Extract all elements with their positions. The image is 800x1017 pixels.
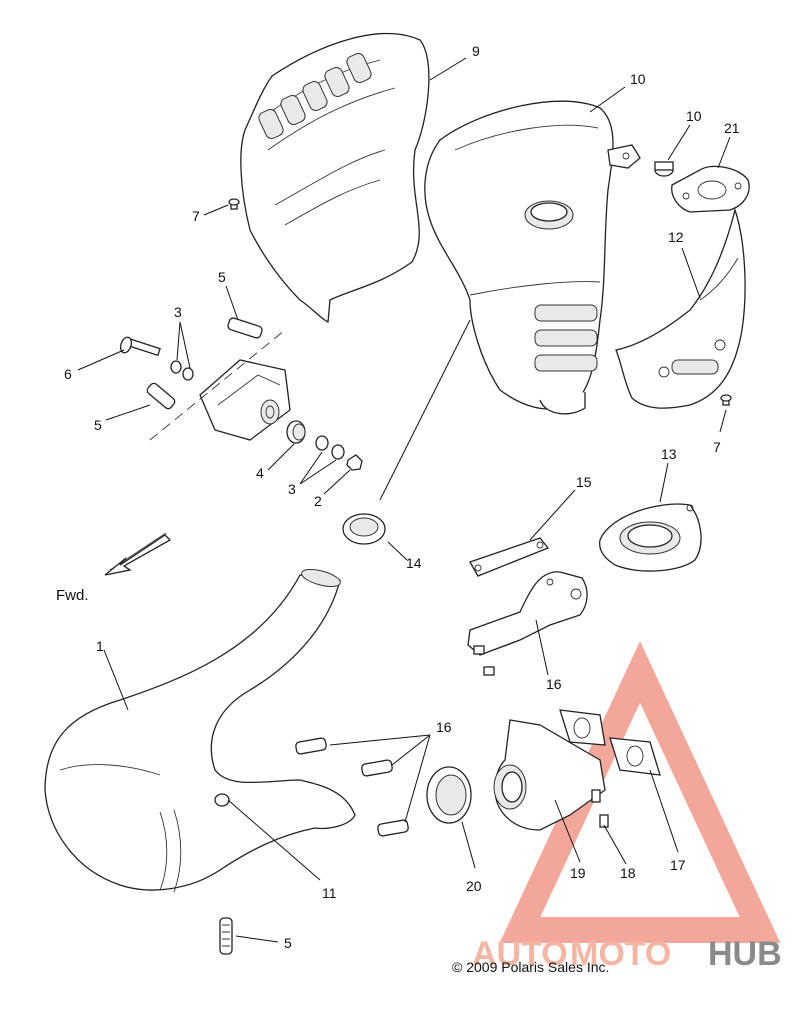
callout-7-right: 7 [713,439,721,455]
copyright-notice: © 2009 Polaris Sales Inc. [452,959,609,975]
seal-14 [342,513,386,545]
callout-18: 18 [620,865,636,881]
callout-1: 1 [96,638,104,654]
watermark-text-hub: HUB [708,935,782,973]
spacer-5-upper [227,317,263,339]
seal-20 [426,766,472,824]
callout-labels: 9 10 10 21 12 7 7 5 3 6 5 4 3 2 14 13 15… [64,43,740,951]
assembly-line [149,329,286,441]
direction-label: Fwd. [56,587,89,604]
spacer-5-mid [146,382,176,410]
callout-2: 2 [314,493,322,509]
washers-3-lower [315,435,345,460]
callout-16: 16 [436,719,452,735]
bolt-6 [119,336,161,357]
callout-9: 10 [630,71,646,87]
spring-5-bottom [219,917,233,955]
nut-2 [346,454,363,471]
watermark-text-moto: MOTO [570,935,671,973]
plug-top [654,161,674,177]
callout-13: 15 [576,474,592,490]
watermark-text-auto: AUTO [472,935,568,973]
callout-3-bottom: 3 [288,481,296,497]
callout-5-bottom: 5 [284,935,292,951]
strap-13 [469,537,550,577]
callout-12: 13 [661,446,677,462]
forward-arrow [104,532,172,576]
callout-19: 19 [570,865,586,881]
mount-bracket [199,359,291,441]
callout-14: 14 [406,555,422,571]
callout-5-mid: 5 [94,417,102,433]
heat-shield-lower [615,207,746,409]
gasket-21 [671,165,750,213]
silencer-body [424,100,641,415]
callout-10-bottom: 11 [322,885,337,901]
bracket-15 [467,571,588,676]
leader-lines [77,57,731,943]
callout-20: 20 [466,878,482,894]
exhaust-manifold [493,709,661,831]
screw-7-left [228,198,240,210]
tuned-pipe [44,568,356,893]
callout-17: 17 [670,857,686,873]
callout-15: 16 [546,676,562,692]
screw-7-right [720,394,732,406]
heat-shield-upper [240,32,430,324]
grommet-4 [286,420,306,444]
callout-5-top: 5 [218,269,226,285]
callout-11: 12 [668,229,684,245]
callout-7-left: 7 [192,208,200,224]
callout-8: 9 [472,43,480,59]
callout-10-top: 10 [686,108,702,124]
flange-12 [598,503,702,572]
callout-4: 4 [256,465,264,481]
watermark-logo: AUTO MOTO HUB [472,935,782,973]
washers-3-upper [170,360,194,381]
callout-3-top: 3 [174,304,182,320]
callout-6: 6 [64,366,72,382]
springs-16 [295,737,409,837]
callout-21: 21 [724,120,740,136]
